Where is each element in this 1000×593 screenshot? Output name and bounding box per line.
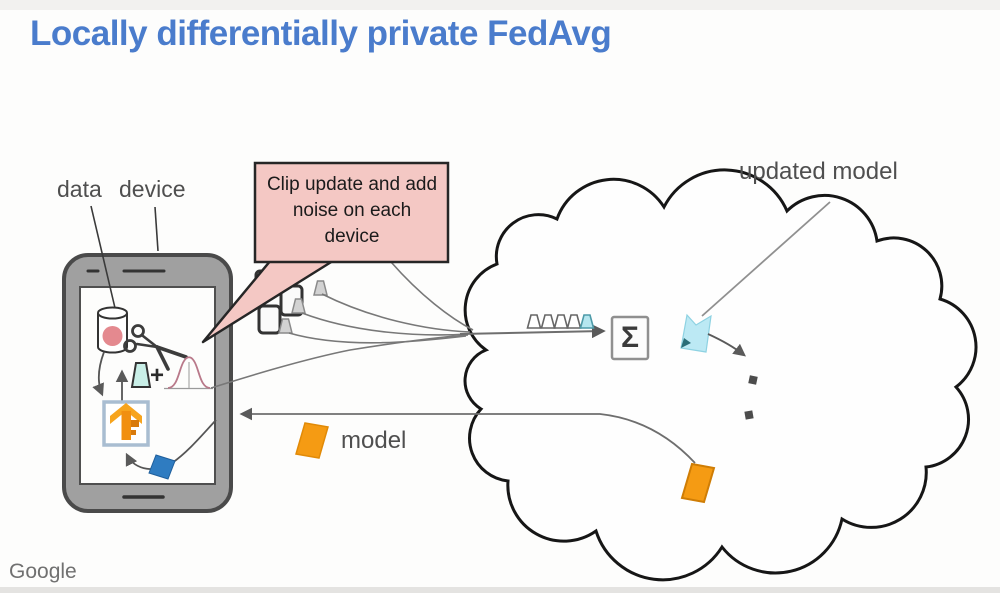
sigma-box xyxy=(610,315,650,361)
update-row xyxy=(526,314,595,329)
updated-model-pointer-line xyxy=(701,201,831,317)
upload-curves xyxy=(210,261,474,389)
noised-update-icon xyxy=(579,314,595,329)
data-to-training-arrow xyxy=(92,351,105,397)
updates-to-sigma-arrow xyxy=(459,324,606,339)
callout-line-3: device xyxy=(324,226,380,247)
database-cylinder-icon xyxy=(97,306,128,354)
data-pointer-line xyxy=(90,205,116,309)
callout-line-1: Clip update and add xyxy=(266,174,438,195)
clipped-update-icon xyxy=(130,362,152,388)
updated-model-label: updated model xyxy=(739,158,898,185)
server-cloud xyxy=(463,168,978,582)
model-legend-icon xyxy=(295,422,329,459)
local-model-parallelogram xyxy=(148,454,176,480)
page-title: Locally differentially private FedAvg xyxy=(30,14,612,53)
phone-icon xyxy=(257,304,282,335)
plus-sign: + xyxy=(150,362,165,389)
callout-text: Clip update and add noise on each device xyxy=(256,172,448,250)
data-label: data xyxy=(57,176,102,202)
google-logo: Google xyxy=(9,560,77,583)
device-label: device xyxy=(119,176,186,202)
tensorflow-icon xyxy=(110,403,142,440)
data-dot xyxy=(102,326,123,346)
model-broadcast-arrow xyxy=(239,407,696,464)
tensorflow-box xyxy=(102,400,150,447)
slide-top-edge xyxy=(0,0,1000,10)
apply-update-arrow xyxy=(707,333,746,357)
slide-bottom-edge xyxy=(0,587,1000,593)
aggregated-model-icon xyxy=(680,313,712,353)
sigma-symbol: Σ xyxy=(620,321,639,354)
callout-bubble xyxy=(201,161,450,344)
device-pointer-line xyxy=(154,206,159,252)
server-model-icon xyxy=(680,462,716,504)
scissors-icon xyxy=(123,324,188,371)
trapezoid-update-icon xyxy=(278,280,328,334)
gaussian-noise-icon xyxy=(164,356,213,390)
sgd-step-dots xyxy=(744,375,758,420)
model-label: model xyxy=(341,427,407,454)
callout-line-2: noise on each xyxy=(292,200,412,221)
